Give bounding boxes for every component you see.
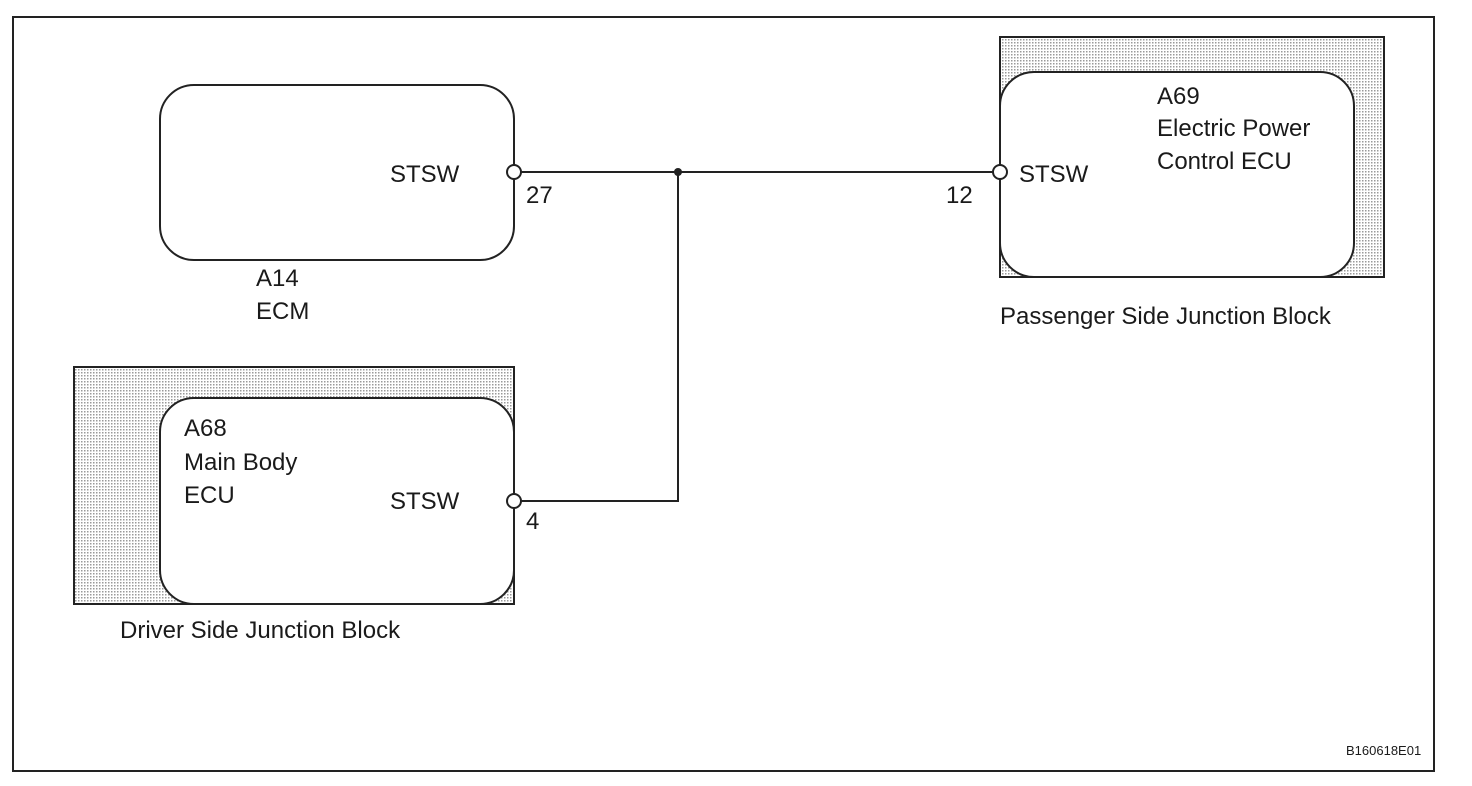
power-ecu-terminal-12 — [992, 164, 1008, 180]
main-body-ecu-ref: A68 — [184, 415, 227, 442]
wire-splice-to-main-body-ecu — [520, 172, 679, 502]
power-ecu-ref: A69 — [1157, 83, 1200, 110]
power-ecu-name-line2: Control ECU — [1157, 148, 1292, 175]
main-body-ecu-terminal-4 — [506, 493, 522, 509]
diagram-frame — [12, 16, 1435, 772]
ecm-terminal-27 — [506, 164, 522, 180]
driver-junction-block-label: Driver Side Junction Block — [120, 617, 401, 644]
diagram-id: B160618E01 — [1346, 743, 1422, 758]
ecm-pin-number: 27 — [526, 182, 553, 209]
ecm-name: ECM — [256, 298, 310, 325]
ecm-ref: A14 — [256, 265, 299, 292]
main-body-ecu-name-line2: ECU — [184, 482, 235, 509]
ecm-box — [159, 84, 515, 261]
splice-point — [674, 168, 682, 176]
main-body-ecu-pin-number: 4 — [526, 508, 540, 535]
main-body-ecu-terminal-label: STSW — [390, 488, 460, 515]
passenger-junction-block-label: Passenger Side Junction Block — [1000, 303, 1331, 330]
power-ecu-name-line1: Electric Power — [1157, 115, 1311, 142]
power-ecu-terminal-label: STSW — [1019, 161, 1089, 188]
power-ecu-pin-number: 12 — [946, 182, 973, 209]
ecm-terminal-label: STSW — [390, 161, 460, 188]
main-body-ecu-name-line1: Main Body — [184, 449, 298, 476]
